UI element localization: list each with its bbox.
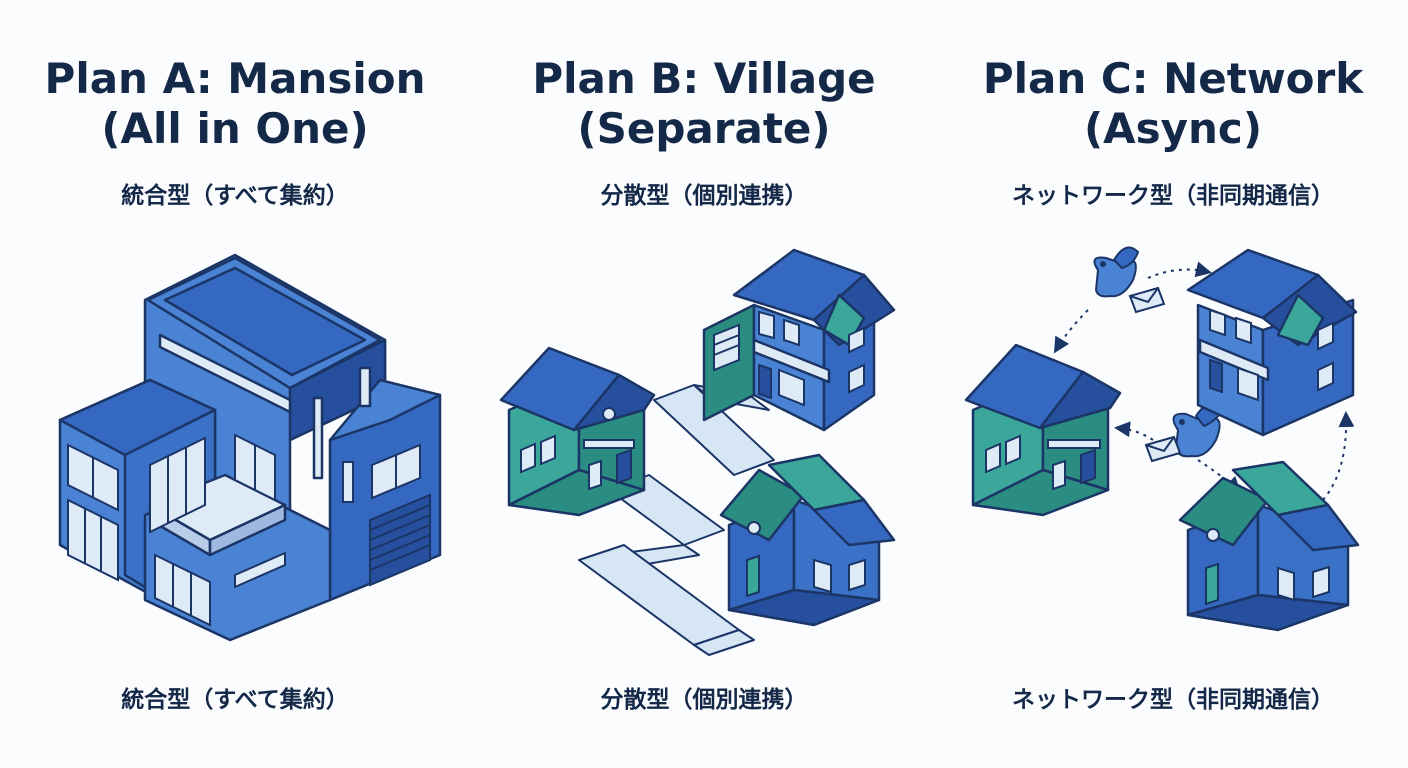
plan-c-label-bottom: ネットワーク型（非同期通信） — [1012, 687, 1334, 713]
plan-b-label-bottom: 分散型（個別連携） — [600, 687, 808, 713]
plan-c-column: Plan C: Network (Async) ネットワーク型（非同期通信） — [938, 0, 1408, 768]
plan-a-label-top: 統合型（すべて集約） — [121, 183, 349, 209]
plan-c-title-subtitle: (Async) — [1083, 104, 1263, 153]
village-house-left — [499, 346, 656, 517]
plan-a-label-bottom: 統合型（すべて集約） — [121, 687, 349, 713]
plan-c-label-top: ネットワーク型（非同期通信） — [1012, 183, 1334, 209]
envelope-icon-2 — [1144, 435, 1182, 463]
plan-a-column: Plan A: Mansion (All in One) 統合型（すべて集約） — [0, 0, 470, 768]
village-illustration — [499, 248, 896, 656]
plan-b-title: Plan B: Village — [532, 54, 876, 103]
plan-a-title: Plan A: Mansion — [44, 54, 426, 103]
plan-b-label-top: 分散型（個別連携） — [600, 183, 808, 209]
envelope-icon — [1128, 286, 1166, 314]
message-arrows — [1053, 261, 1355, 501]
mansion-illustration — [58, 253, 442, 642]
plan-a-title-subtitle: (All in One) — [101, 104, 369, 153]
plan-b-column: Plan B: Village (Separate) 分散型（個別連携） — [469, 0, 939, 768]
village-house-bottom — [719, 453, 896, 627]
plan-b-title-subtitle: (Separate) — [577, 104, 831, 153]
plan-c-title: Plan C: Network — [982, 54, 1364, 103]
pigeon-icon — [1093, 246, 1139, 298]
network-house-left — [964, 343, 1122, 517]
network-illustration — [964, 246, 1360, 632]
